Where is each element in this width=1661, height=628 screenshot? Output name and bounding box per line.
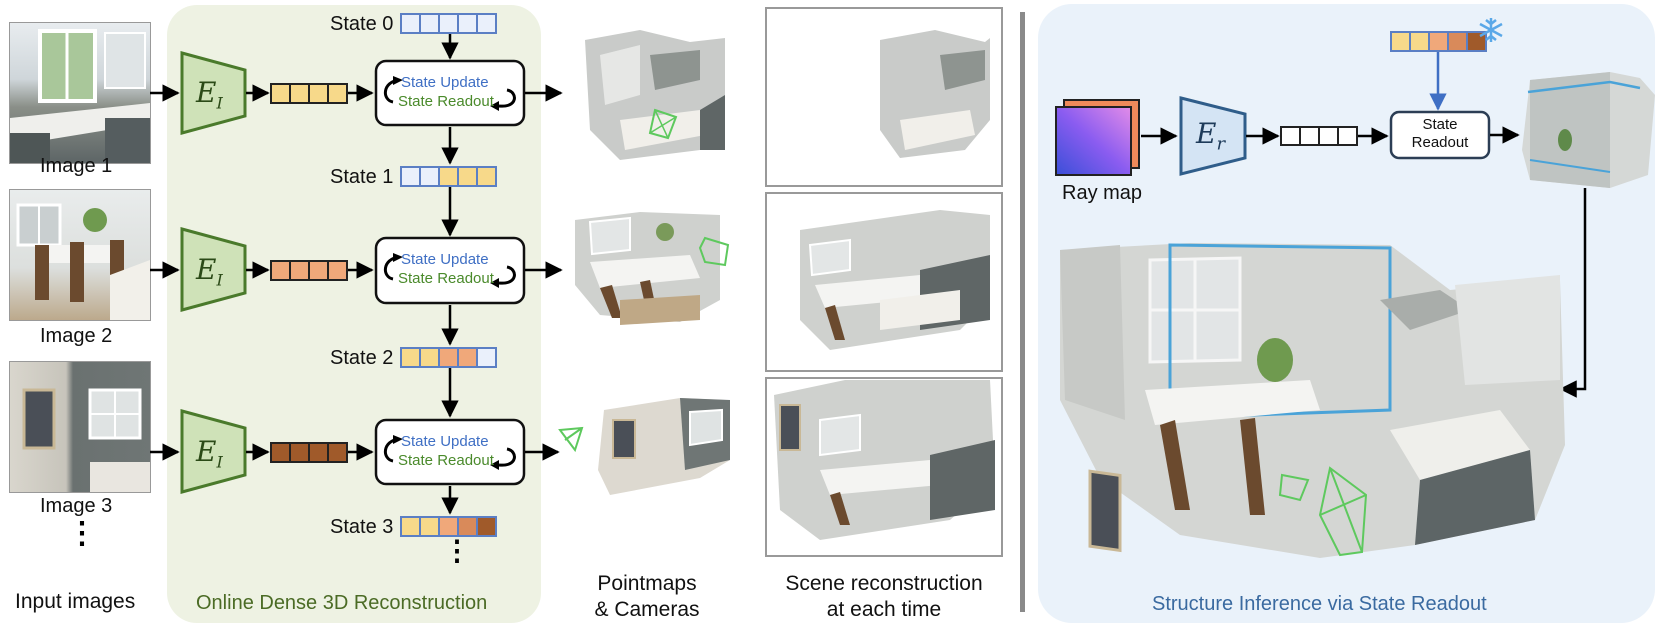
structure-inference-caption: Structure Inference via State Readout bbox=[1152, 593, 1487, 615]
image-1-label: Image 1 bbox=[40, 155, 113, 177]
encoder-3-label: EI bbox=[196, 435, 223, 472]
pointmaps-caption: Pointmaps& Cameras bbox=[594, 572, 700, 621]
state-0-label: State 0 bbox=[330, 13, 394, 35]
image-2-label: Image 2 bbox=[40, 325, 113, 347]
pointmap-1 bbox=[585, 30, 725, 160]
encoder-1-label: EI bbox=[196, 76, 223, 113]
scene-recon-box-3 bbox=[765, 377, 1003, 557]
input-image-1 bbox=[9, 22, 151, 164]
more-images-dots: ⋮ bbox=[67, 517, 97, 550]
state-readout-label-3: State Readout bbox=[398, 452, 494, 469]
input-image-3 bbox=[9, 361, 151, 493]
online-reconstruction-caption: Online Dense 3D Reconstruction bbox=[196, 592, 488, 614]
structure-output-small bbox=[1522, 72, 1655, 188]
state-readout-label-1: State Readout bbox=[398, 93, 494, 110]
more-states-dots: ⋮ bbox=[443, 535, 471, 566]
state-2-label: State 2 bbox=[330, 347, 394, 369]
structure-output-large bbox=[1060, 243, 1565, 558]
state-update-label-3: State Update bbox=[401, 433, 489, 450]
state-update-label-1: State Update bbox=[401, 74, 489, 91]
encoder-2-label: EI bbox=[196, 253, 223, 290]
state-3-label: State 3 bbox=[330, 516, 394, 538]
pointmap-3 bbox=[558, 398, 730, 495]
state-1-label: State 1 bbox=[330, 166, 394, 188]
scene-recon-box-1 bbox=[765, 7, 1003, 187]
input-images-caption: Input images bbox=[15, 590, 136, 613]
encoder-1 bbox=[180, 51, 247, 494]
encoder-r-label: Er bbox=[1196, 117, 1226, 155]
state-update-label-2: State Update bbox=[401, 251, 489, 268]
ray-map-label: Ray map bbox=[1062, 182, 1143, 204]
image-3-label: Image 3 bbox=[40, 495, 113, 517]
state-readout-label-2: State Readout bbox=[398, 270, 494, 287]
section-divider bbox=[1020, 12, 1025, 612]
scene-recon-box-2 bbox=[765, 192, 1003, 372]
input-image-2 bbox=[9, 189, 151, 321]
pointmap-2 bbox=[575, 212, 730, 325]
snowflake-icon bbox=[1479, 18, 1503, 42]
